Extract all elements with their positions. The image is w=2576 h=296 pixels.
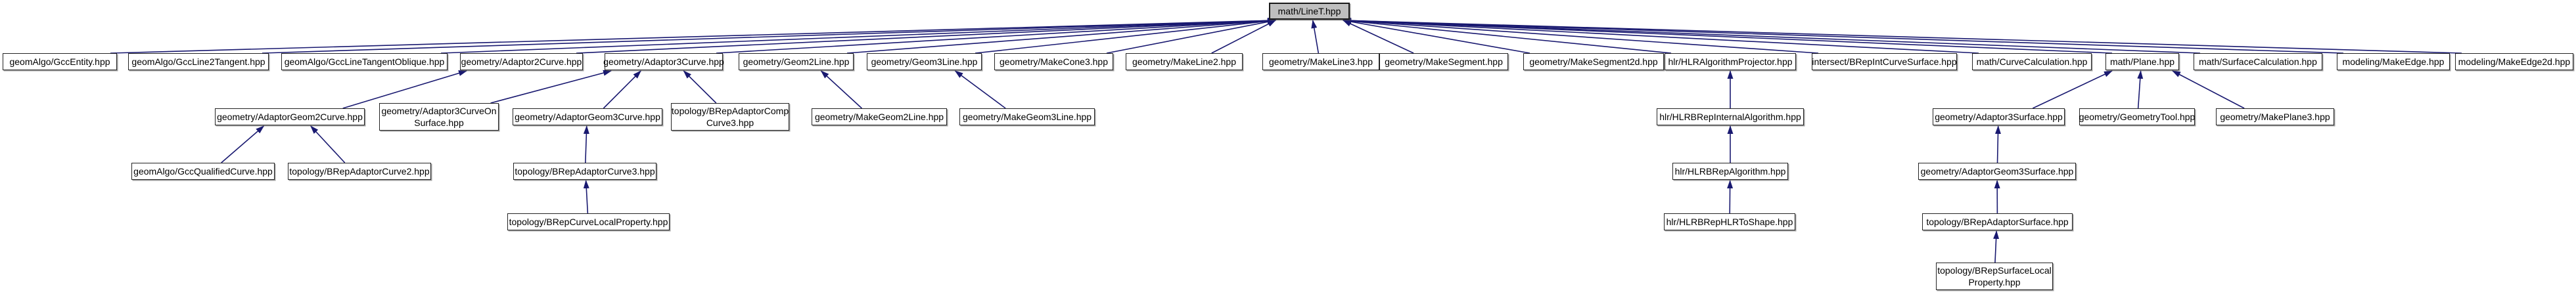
edge-curveCalculation-to-lineT <box>1343 18 1979 54</box>
graph-node-lineT: math/LineT.hpp <box>1269 3 1350 20</box>
edge-adaptor2Curve-to-lineT <box>576 18 1276 54</box>
graph-node-brepAdaptorCurve2[interactable]: topology/BRepAdaptorCurve2.hpp <box>288 163 431 180</box>
graph-node-adaptorGeom2Curve[interactable]: geometry/AdaptorGeom2Curve.hpp <box>215 108 365 125</box>
graph-node-gccQualifiedCurve[interactable]: geomAlgo/GccQualifiedCurve.hpp <box>131 163 275 180</box>
graph-node-adaptor3CurveOnSurface[interactable]: geometry/Adaptor3CurveOn Surface.hpp <box>379 103 499 131</box>
graph-node-makeLine3[interactable]: geometry/MakeLine3.hpp <box>1262 53 1379 70</box>
edge-adaptorGeom3Curve-to-adaptor3Curve <box>603 70 641 109</box>
edge-gccLineTangentOblique-to-lineT <box>440 17 1276 54</box>
edge-geom3Line-to-lineT <box>975 18 1276 54</box>
edge-brepAdaptorCurve3-to-adaptorGeom3Curve <box>583 125 589 163</box>
graph-node-curveCalculation[interactable]: math/CurveCalculation.hpp <box>1972 53 2092 70</box>
edge-makeCone3-to-lineT <box>1106 18 1276 54</box>
graph-node-adaptor3Surface[interactable]: geometry/Adaptor3Surface.hpp <box>1933 108 2065 125</box>
graph-node-adaptorGeom3Surface[interactable]: geometry/AdaptorGeom3Surface.hpp <box>1918 163 2076 180</box>
graph-node-surfaceCalculation[interactable]: math/SurfaceCalculation.hpp <box>2194 53 2322 70</box>
graph-node-makeSegment[interactable]: geometry/MakeSegment.hpp <box>1379 53 1508 70</box>
graph-node-makeGeom3Line[interactable]: geometry/MakeGeom3Line.hpp <box>959 108 1095 125</box>
edge-adaptor3CurveOnSurface-to-adaptor3Curve <box>490 70 612 104</box>
edge-adaptor3Surface-to-plane <box>2032 70 2113 109</box>
graph-node-hlrAlgorithmProjector[interactable]: hlr/HLRAlgorithmProjector.hpp <box>1665 53 1796 70</box>
graph-node-hlrBRepInternalAlgorithm[interactable]: hlr/HLRBRepInternalAlgorithm.hpp <box>1657 108 1804 125</box>
edge-surfaceCalculation-to-lineT <box>1343 17 2201 54</box>
graph-node-gccLine2Tangent[interactable]: geomAlgo/GccLine2Tangent.hpp <box>128 53 269 70</box>
graph-node-makeEdge[interactable]: modeling/MakeEdge.hpp <box>2337 53 2450 70</box>
graph-node-brepIntCurveSurface[interactable]: intersect/BRepIntCurveSurface.hpp <box>1812 53 1957 70</box>
edge-gccLine2Tangent-to-lineT <box>262 17 1276 54</box>
graph-node-makeLine2[interactable]: geometry/MakeLine2.hpp <box>1126 53 1243 70</box>
edge-brepCurveLocalProperty-to-brepAdaptorCurve3 <box>583 180 589 214</box>
edge-brepAdaptorCompCurve3-to-adaptor3Curve <box>683 70 717 104</box>
graph-node-adaptor2Curve[interactable]: geometry/Adaptor2Curve.hpp <box>460 53 583 70</box>
graph-node-geom3Line[interactable]: geometry/Geom3Line.hpp <box>867 53 982 70</box>
graph-node-brepAdaptorSurface[interactable]: topology/BRepAdaptorSurface.hpp <box>1922 213 2073 230</box>
edge-makeGeom3Line-to-geom3Line <box>954 70 1006 109</box>
graph-node-plane[interactable]: math/Plane.hpp <box>2105 53 2179 70</box>
edge-adaptor3Curve-to-lineT <box>716 18 1276 54</box>
edge-hlrAlgorithmProjector-to-lineT <box>1343 18 1672 54</box>
graph-node-hlrBRepAlgorithm[interactable]: hlr/HLRBRepAlgorithm.hpp <box>1672 163 1788 180</box>
edge-brepAdaptorCurve2-to-adaptorGeom2Curve <box>310 125 346 163</box>
edge-makeLine2-to-lineT <box>1211 20 1276 54</box>
edge-makeEdge-to-lineT <box>1343 17 2344 54</box>
graph-node-geom2Line[interactable]: geometry/Geom2Line.hpp <box>739 53 854 70</box>
edge-makeGeom2Line-to-geom2Line <box>820 70 862 109</box>
edge-makeEdge2d-to-lineT <box>1343 17 2462 54</box>
edge-gccQualifiedCurve-to-adaptorGeom2Curve <box>221 125 265 163</box>
edge-adaptorGeom2Curve-to-adaptor2Curve <box>342 70 467 109</box>
edge-geom2Line-to-lineT <box>846 18 1276 54</box>
edge-plane-to-lineT <box>1343 18 2113 54</box>
graph-node-makeEdge2d[interactable]: modeling/MakeEdge2d.hpp <box>2455 53 2573 70</box>
graph-node-brepAdaptorCompCurve3[interactable]: topology/BRepAdaptorComp Curve3.hpp <box>671 103 789 131</box>
edge-geometryTool-to-plane <box>2137 70 2144 109</box>
graph-node-makeSegment2d[interactable]: geometry/MakeSegment2d.hpp <box>1523 53 1664 70</box>
graph-node-gccLineTangentOblique[interactable]: geomAlgo/GccLineTangentOblique.hpp <box>281 53 448 70</box>
graph-node-brepCurveLocalProperty[interactable]: topology/BRepCurveLocalProperty.hpp <box>507 213 670 230</box>
edge-makeSegment-to-lineT <box>1343 20 1414 54</box>
edge-gccEntity-to-lineT <box>110 17 1276 54</box>
edge-makePlane3-to-plane <box>2172 70 2245 109</box>
edge-brepIntCurveSurface-to-lineT <box>1343 18 1819 54</box>
graph-node-makeCone3[interactable]: geometry/MakeCone3.hpp <box>994 53 1113 70</box>
edge-makeLine3-to-lineT <box>1311 20 1320 54</box>
graph-node-brepSurfaceLocalProperty[interactable]: topology/BRepSurfaceLocal Property.hpp <box>1936 263 2053 290</box>
graph-node-geometryTool[interactable]: geometry/GeometryTool.hpp <box>2079 108 2195 125</box>
edge-makeSegment2d-to-lineT <box>1343 18 1530 54</box>
graph-node-brepAdaptorCurve3[interactable]: topology/BRepAdaptorCurve3.hpp <box>513 163 656 180</box>
graph-node-makeGeom2Line[interactable]: geometry/MakeGeom2Line.hpp <box>812 108 947 125</box>
graph-node-makePlane3[interactable]: geometry/MakePlane3.hpp <box>2216 108 2334 125</box>
graph-node-adaptorGeom3Curve[interactable]: geometry/AdaptorGeom3Curve.hpp <box>513 108 662 125</box>
graph-node-gccEntity[interactable]: geomAlgo/GccEntity.hpp <box>3 53 117 70</box>
edge-brepSurfaceLocalProperty-to-brepAdaptorSurface <box>1993 230 2000 263</box>
graph-node-hlrBRepHLRToShape[interactable]: hlr/HLRBRepHLRToShape.hpp <box>1664 213 1795 230</box>
graph-node-adaptor3Curve[interactable]: geometry/Adaptor3Curve.hpp <box>603 53 724 70</box>
